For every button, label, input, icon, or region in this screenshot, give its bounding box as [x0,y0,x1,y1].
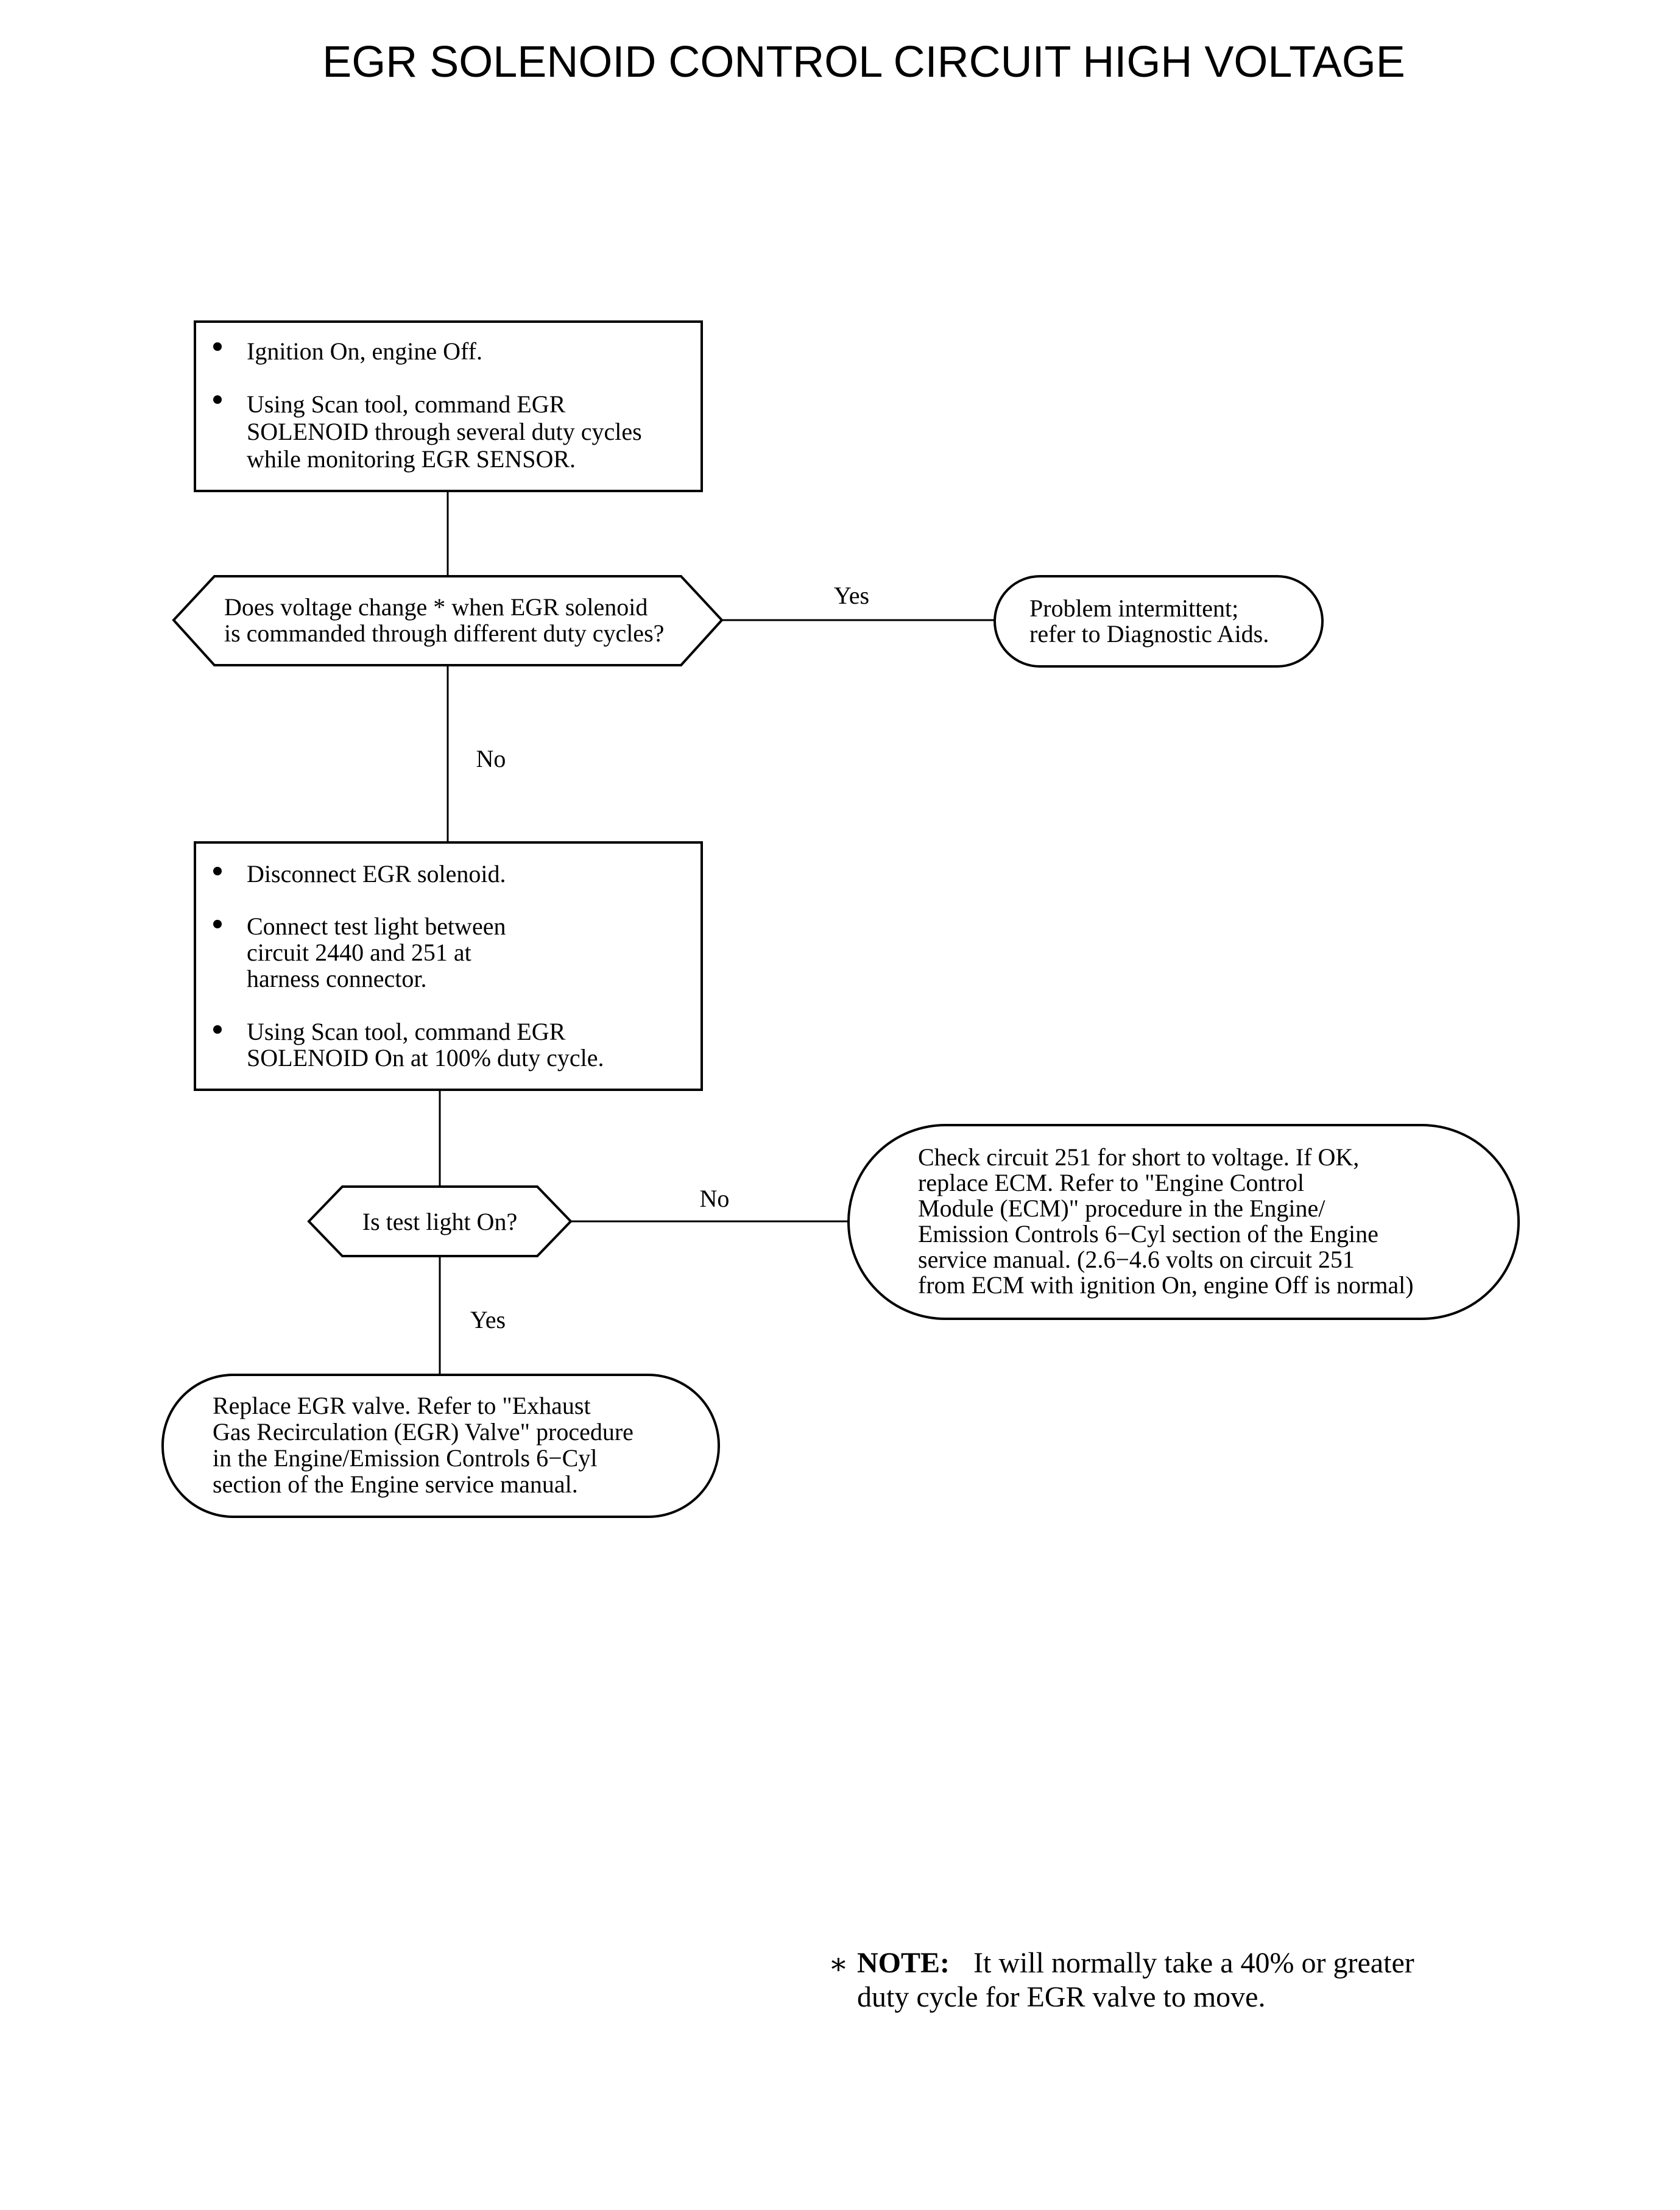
bullet-icon [213,1025,222,1034]
result-egr-valve-line4: section of the Engine service manual. [213,1470,578,1498]
decision2: Is test light On? [307,1185,573,1257]
note-asterisk: ∗ [828,1948,849,1980]
step2-frame [194,841,703,1091]
note-line2: duty cycle for EGR valve to move. [857,1981,1265,2013]
result-intermittent: Problem intermittent; refer to Diagnosti… [994,575,1324,668]
result-ecm-line1: Check circuit 251 for short to voltage. … [918,1143,1359,1171]
page-title: EGR SOLENOID CONTROL CIRCUIT HIGH VOLTAG… [322,38,1405,86]
decision2-hexagon [307,1185,573,1257]
bullet-icon [213,395,222,404]
result-ecm-line6: from ECM with ignition On, engine Off is… [918,1271,1414,1299]
step2-bullet2-line1: Connect test light between [247,913,506,940]
step1-bullet2-line3: while monitoring EGR SENSOR. [247,445,576,473]
step2-bullet3-line1: Using Scan tool, command EGR [247,1018,566,1045]
result-egr-valve: Replace EGR valve. Refer to "Exhaust Gas… [161,1374,720,1518]
result-ecm-line3: Module (ECM)" procedure in the Engine/ [918,1195,1325,1222]
decision1-yes-label: Yes [834,582,869,609]
step1-bullet2-line2: SOLENOID through several duty cycles [247,418,642,445]
decision1-line1: Does voltage change * when EGR solenoid [224,593,648,621]
decision1-no-label: No [476,745,506,772]
connectors [439,491,995,1375]
decision2-line1: Is test light On? [362,1208,517,1235]
decision1-hexagon [172,575,724,666]
note-label: NOTE: [857,1947,950,1979]
step2-bullet2-line3: harness connector. [247,965,426,992]
step1-frame [194,320,703,492]
result-intermittent-line2: refer to Diagnostic Aids. [1029,620,1269,648]
step2-bullet1-line1: Disconnect EGR solenoid. [247,860,506,888]
result-ecm-line4: Emission Controls 6−Cyl section of the E… [918,1220,1378,1248]
bullet-icon [213,920,222,928]
decision2-yes-label: Yes [470,1306,506,1333]
result-ecm-line5: service manual. (2.6−4.6 volts on circui… [918,1246,1355,1273]
result-ecm-line2: replace ECM. Refer to "Engine Control [918,1169,1304,1196]
result-intermittent-terminator [994,575,1324,668]
bullet-icon [213,342,222,351]
bullet-icon [213,867,222,875]
step2-bullet3-line2: SOLENOID On at 100% duty cycle. [247,1044,604,1071]
result-ecm: Check circuit 251 for short to voltage. … [847,1124,1520,1320]
result-egr-valve-line2: Gas Recirculation (EGR) Valve" procedure [213,1418,634,1446]
step2-box: Disconnect EGR solenoid. Connect test li… [194,841,703,1091]
note-line1: It will normally take a 40% or greater [973,1947,1414,1979]
decision2-no-label: No [700,1185,730,1212]
step1-box: Ignition On, engine Off. Using Scan tool… [194,320,703,492]
decision1-line2: is commanded through different duty cycl… [224,620,664,647]
note: ∗ NOTE: It will normally take a 40% or g… [828,1947,1414,2013]
result-egr-valve-terminator [161,1374,720,1518]
step2-bullet2-line2: circuit 2440 and 251 at [247,939,471,966]
result-intermittent-line1: Problem intermittent; [1029,595,1238,622]
result-ecm-terminator [847,1124,1520,1320]
step1-bullet1-line1: Ignition On, engine Off. [247,337,482,365]
result-egr-valve-line3: in the Engine/Emission Controls 6−Cyl [213,1444,597,1472]
step1-bullet2-line1: Using Scan tool, command EGR [247,390,566,418]
result-egr-valve-line1: Replace EGR valve. Refer to "Exhaust [213,1392,591,1419]
decision1: Does voltage change * when EGR solenoid … [172,575,724,666]
